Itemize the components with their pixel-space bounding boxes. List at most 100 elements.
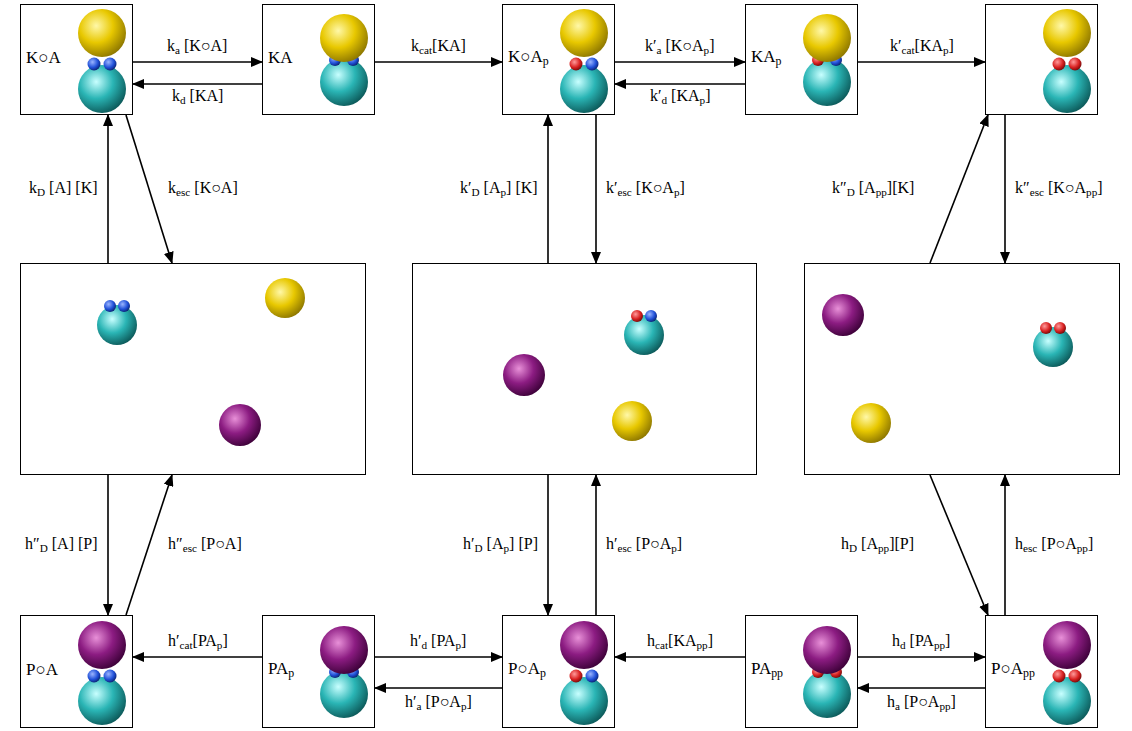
- subscript: esc: [183, 542, 197, 554]
- subscript: d: [662, 94, 668, 106]
- rate-label: k′D [Ap] [K]: [458, 179, 540, 199]
- state-box: K○A: [20, 4, 133, 115]
- rate-label: h′esc [P○Ap]: [604, 535, 684, 555]
- subscript: p: [671, 542, 677, 554]
- subscript: pp: [1086, 186, 1097, 198]
- subscript: esc: [618, 186, 632, 198]
- rate-label: k″D [App][K]: [830, 179, 916, 199]
- free-molecules: [503, 310, 664, 441]
- subscript: a: [417, 700, 422, 712]
- state-box: [412, 263, 757, 475]
- state-box: P○App: [985, 615, 1098, 728]
- subscript: cat: [180, 639, 193, 651]
- subscript: p: [500, 186, 506, 198]
- rate-label: kesc [K○A]: [166, 179, 240, 199]
- subscript: D: [847, 186, 855, 198]
- subscript: p: [704, 44, 710, 56]
- subscript: p: [455, 639, 461, 651]
- subscript: d: [900, 639, 906, 651]
- state-label: PApp: [751, 660, 783, 680]
- unbound-pair: [1043, 621, 1091, 725]
- subscript: esc: [618, 542, 632, 554]
- subscript: p: [503, 542, 509, 554]
- subscript: pp: [939, 700, 950, 712]
- subscript: p: [461, 700, 467, 712]
- rate-label: h′D [Ap] [P]: [461, 535, 540, 555]
- subscript: pp: [771, 666, 783, 680]
- rate-label: ka [K○A]: [165, 37, 229, 57]
- state-box: KA: [262, 4, 375, 115]
- state-label: P○App: [991, 660, 1035, 680]
- subscript: pp: [1023, 666, 1035, 680]
- state-label: PAp: [268, 660, 294, 680]
- unbound-pair: [560, 9, 608, 113]
- state-box: PApp: [745, 615, 858, 728]
- subscript: p: [674, 186, 680, 198]
- subscript: cat: [902, 44, 915, 56]
- subscript: esc: [1023, 542, 1037, 554]
- subscript: p: [776, 54, 782, 68]
- rate-label: k″esc [K○App]: [1013, 179, 1105, 199]
- reaction-arrow: [107, 475, 109, 615]
- subscript: esc: [1030, 186, 1044, 198]
- state-box: P○Ap: [502, 615, 615, 728]
- reaction-arrow: [375, 656, 502, 658]
- state-box: [985, 4, 1098, 115]
- reaction-arrow: [547, 475, 549, 615]
- reaction-arrow: [595, 115, 597, 263]
- reaction-arrow: [615, 656, 745, 658]
- state-box: [804, 263, 1120, 475]
- rate-label: h″D [A] [P]: [23, 535, 100, 555]
- rate-label: h′a [P○Ap]: [403, 693, 474, 713]
- state-label: P○A: [26, 661, 58, 680]
- unbound-pair: [1043, 9, 1091, 113]
- subscript: pp: [934, 639, 945, 651]
- subscript: d: [422, 639, 428, 651]
- rate-label: kcat[KA]: [409, 37, 468, 57]
- reaction-arrow: [858, 61, 985, 63]
- subscript: D: [849, 542, 857, 554]
- subscript: D: [472, 186, 480, 198]
- state-label: K○A: [26, 49, 61, 68]
- subscript: cat: [655, 639, 668, 651]
- subscript: p: [540, 666, 546, 680]
- reaction-arrow: [107, 115, 109, 263]
- bound-pair: [320, 626, 368, 718]
- state-box: [20, 263, 366, 475]
- rate-label: h′d [PAp]: [408, 632, 468, 652]
- free-molecules: [822, 294, 1073, 443]
- state-box: KAp: [745, 4, 858, 115]
- bound-pair: [803, 626, 851, 718]
- rate-label: k′esc [K○Ap]: [604, 179, 687, 199]
- subscript: esc: [176, 186, 190, 198]
- subscript: p: [943, 44, 949, 56]
- reaction-arrow: [375, 687, 502, 689]
- reaction-arrow: [930, 475, 988, 615]
- reaction-arrow: [547, 115, 549, 263]
- state-label: K○Ap: [508, 48, 549, 68]
- rate-label: kD [A] [K]: [27, 179, 100, 199]
- unbound-pair: [78, 9, 126, 113]
- subscript: p: [700, 94, 706, 106]
- subscript: p: [543, 54, 549, 68]
- subscript: D: [37, 186, 45, 198]
- subscript: pp: [876, 186, 887, 198]
- reaction-arrow: [1004, 475, 1006, 615]
- state-box: PAp: [262, 615, 375, 728]
- subscript: a: [895, 700, 900, 712]
- subscript: cat: [419, 44, 432, 56]
- reaction-arrow: [595, 475, 597, 615]
- subscript: p: [288, 666, 294, 680]
- rate-label: ha [P○App]: [885, 693, 958, 713]
- reaction-arrow: [133, 656, 262, 658]
- rate-label: hd [PApp]: [890, 632, 952, 652]
- reaction-arrow: [858, 687, 985, 689]
- reaction-arrow: [858, 656, 985, 658]
- subscript: p: [217, 639, 223, 651]
- state-box: K○Ap: [502, 4, 615, 115]
- reaction-arrow: [133, 83, 262, 85]
- state-label: KAp: [751, 48, 782, 68]
- state-label: KA: [268, 49, 293, 68]
